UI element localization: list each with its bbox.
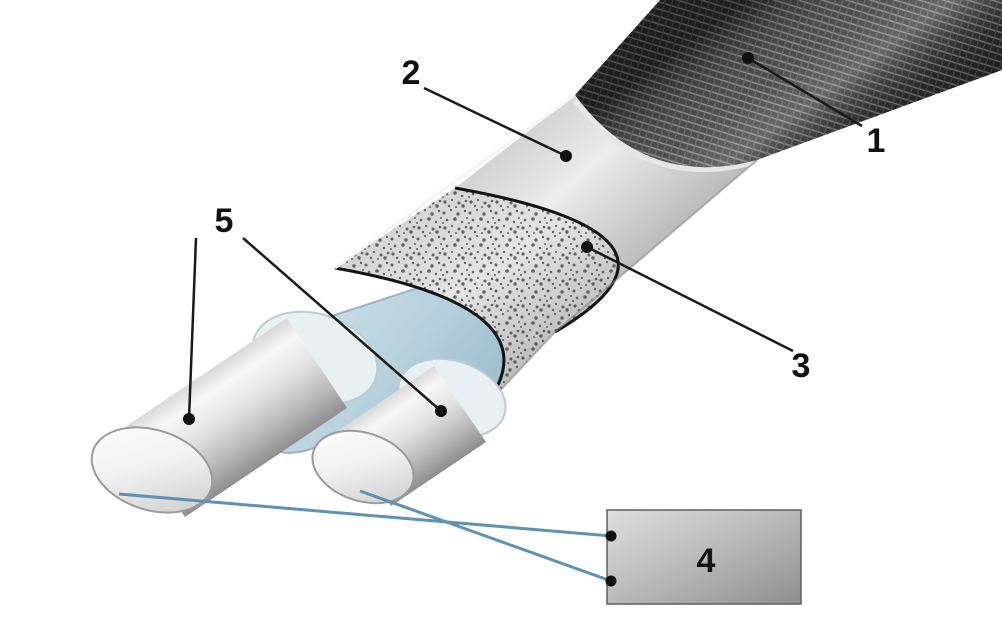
callout-1-dot: [742, 52, 754, 64]
callout-label-4: 4: [697, 542, 716, 580]
wire-link-line-left: [118, 492, 612, 538]
layer-separator-arc-jacket: [454, 186, 620, 334]
callout-2: 2: [402, 54, 572, 162]
callout-label-2: 2: [402, 54, 421, 92]
terminal-block: [606, 509, 802, 605]
callout-5: 5: [183, 202, 447, 425]
terminal-block-group: 4: [118, 489, 802, 605]
wire-link-line-right: [359, 489, 612, 583]
callout-3: 3: [581, 241, 810, 385]
callout-3-leader: [586, 245, 794, 353]
terminal-dot-top: [605, 530, 617, 542]
callout-3-dot: [581, 241, 593, 253]
cable-top-edge-highlight: [334, 93, 576, 270]
callout-5-dot-right: [435, 405, 447, 417]
callout-label-5: 5: [215, 202, 234, 240]
conductor-left: [90, 318, 347, 517]
conductor-left-end-face: [90, 426, 214, 514]
callout-2-leader: [423, 86, 567, 158]
callout-2-dot: [560, 150, 572, 162]
callout-label-3: 3: [792, 347, 811, 385]
inner-jacket-layer: [455, 95, 757, 332]
callout-5-dot-left: [183, 413, 195, 425]
callout-1: 1: [742, 52, 885, 160]
conductor-right-end-face: [311, 429, 415, 505]
callout-label-1: 1: [867, 122, 886, 160]
callout-5-leader-right: [242, 237, 442, 412]
callout-1-leader: [747, 56, 863, 128]
callout-5-leader-left: [187, 237, 198, 420]
callouts: 1 2 3 5: [183, 52, 885, 425]
semiconductive-layer-dots: [335, 188, 619, 428]
cable-assembly: [90, 0, 1002, 517]
terminal-dot-bottom: [605, 575, 617, 587]
conductor-right: [311, 366, 486, 506]
